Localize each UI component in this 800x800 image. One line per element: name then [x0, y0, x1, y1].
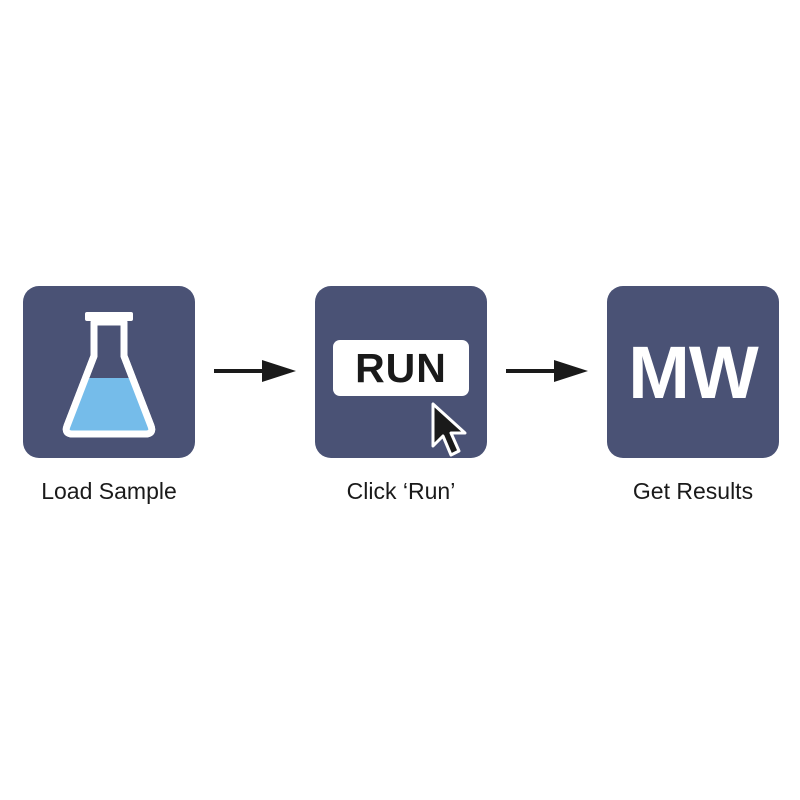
run-label: RUN	[355, 344, 447, 391]
flask-icon	[62, 312, 156, 438]
step-caption: Get Results	[632, 478, 754, 504]
step-get-results-tile: MW	[607, 286, 779, 458]
step-caption: Load Sample	[41, 478, 177, 504]
step-click-run-tile: RUN	[315, 286, 487, 458]
mw-label: MW	[628, 330, 759, 414]
run-button-graphic: RUN	[333, 340, 469, 396]
arrow-right-icon	[214, 358, 296, 384]
cursor-icon	[429, 402, 471, 458]
arrow-right-icon	[506, 358, 588, 384]
step-load-sample-tile	[23, 286, 195, 458]
step-caption: Click ‘Run’	[346, 478, 456, 504]
